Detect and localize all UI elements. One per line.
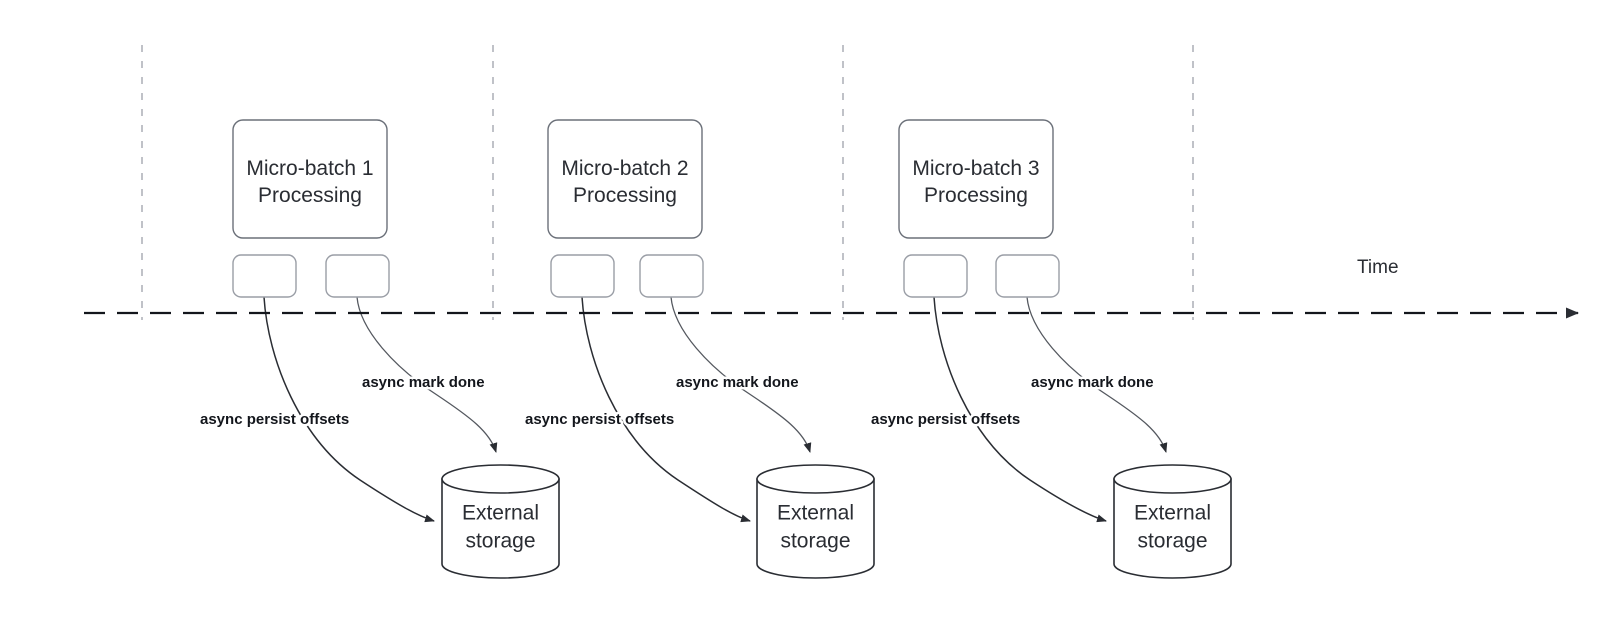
batch-box-shape <box>898 119 1054 239</box>
async-edges <box>263 296 1168 523</box>
group-1-persist-task-box[interactable] <box>232 254 297 298</box>
batch-boundary-lines <box>141 45 1194 320</box>
label-halo: async mark done <box>676 374 799 391</box>
group-2-persist-offsets-edge <box>581 296 751 523</box>
label-halo: async persist offsets <box>871 411 1020 428</box>
cylinder-top <box>756 464 875 494</box>
label-halo: async mark done <box>362 374 485 391</box>
group-1-persist-offsets-edge-label: async persist offsets <box>200 411 349 428</box>
cylinder-top <box>1113 464 1232 494</box>
batch-box-shape <box>232 119 388 239</box>
group-3-batch-box[interactable]: Micro-batch 3 Processing <box>898 119 1054 239</box>
edge-labels: async persist offsets async persist offse… <box>198 372 1157 431</box>
batch-label-line1: Micro-batch 3 <box>912 157 1039 180</box>
group-1-batch-box[interactable]: Micro-batch 1 Processing <box>232 119 388 239</box>
cylinder-body <box>1113 478 1232 579</box>
batch-label-line1: Micro-batch 2 <box>561 157 688 180</box>
group-2-external-storage[interactable]: External storage <box>756 464 875 579</box>
storage-label-line2: storage <box>1137 530 1207 553</box>
storage-label-line1: External <box>777 502 854 525</box>
group-3-mark-done-edge-label: async mark done <box>1031 374 1154 391</box>
storage-label-line2: storage <box>780 530 850 553</box>
time-axis-label: Time <box>1357 257 1399 278</box>
group-1-external-storage[interactable]: External storage <box>441 464 560 579</box>
storage-label-line1: External <box>462 502 539 525</box>
batch-label-line1: Micro-batch 1 <box>246 157 373 180</box>
group-1-mark-done-edge <box>356 296 498 453</box>
group-1-persist-offsets-edge <box>263 296 435 523</box>
batch-box-shape <box>547 119 703 239</box>
batch-label-line2: Processing <box>924 184 1028 207</box>
storage-label-line2: storage <box>465 530 535 553</box>
group-2-mark-done-edge <box>670 296 812 453</box>
cylinder-body <box>756 478 875 579</box>
group-2-batch-box[interactable]: Micro-batch 2 Processing <box>547 119 703 239</box>
label-halo: async persist offsets <box>200 411 349 428</box>
batch-label-line2: Processing <box>258 184 362 207</box>
storage-label-line1: External <box>1134 502 1211 525</box>
group-3-persist-offsets-edge <box>933 296 1107 523</box>
time-axis: Time <box>84 257 1579 319</box>
group-2-persist-offsets-edge-label: async persist offsets <box>525 411 674 428</box>
group-2-persist-task-box[interactable] <box>550 254 615 298</box>
group-3-mark-done-edge <box>1026 296 1168 453</box>
label-halo: async persist offsets <box>525 411 674 428</box>
group-1-mark-done-task-box[interactable] <box>325 254 390 298</box>
group-3-external-storage[interactable]: External storage <box>1113 464 1232 579</box>
cylinder-top <box>441 464 560 494</box>
group-1-mark-done-edge-label: async mark done <box>362 374 485 391</box>
group-2-mark-done-edge-label: async mark done <box>676 374 799 391</box>
group-2-mark-done-task-box[interactable] <box>639 254 704 298</box>
batch-label-line2: Processing <box>573 184 677 207</box>
label-halo: async mark done <box>1031 374 1154 391</box>
group-3-mark-done-task-box[interactable] <box>995 254 1060 298</box>
group-3-persist-offsets-edge-label: async persist offsets <box>871 411 1020 428</box>
cylinder-body <box>441 478 560 579</box>
group-3-persist-task-box[interactable] <box>903 254 968 298</box>
